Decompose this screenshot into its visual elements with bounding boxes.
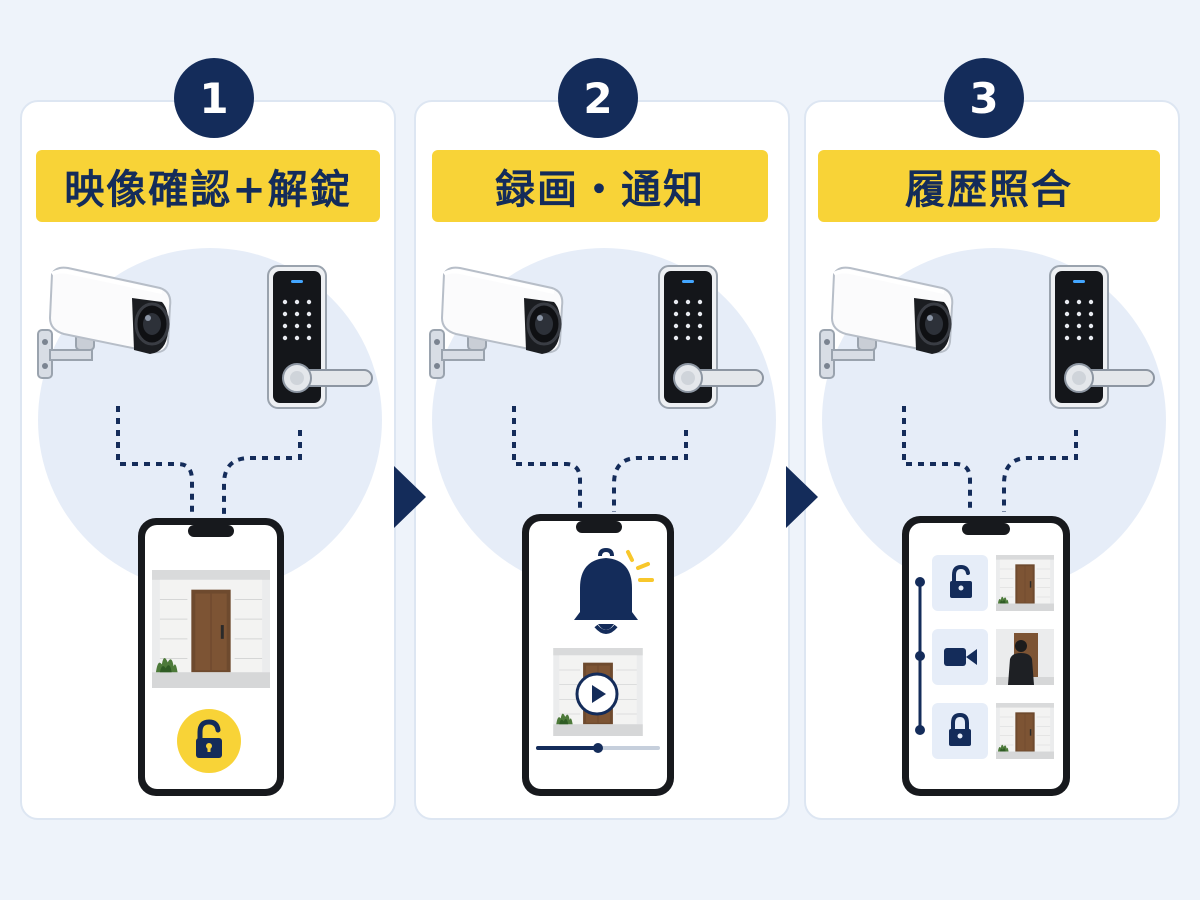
- step-1-title: 映像確認+解錠: [36, 150, 380, 222]
- step-2-badge: 2: [558, 58, 638, 138]
- connection-lines: [902, 406, 1078, 512]
- unlock-icon: [932, 555, 988, 611]
- history-door-thumbnail: [996, 703, 1054, 759]
- step-3-badge: 3: [944, 58, 1024, 138]
- lock-icon: [932, 703, 988, 759]
- history-visitor-thumbnail: [996, 629, 1054, 685]
- step-2-title: 録画・通知: [432, 150, 768, 222]
- play-icon[interactable]: [575, 672, 619, 716]
- connection-lines: [512, 406, 688, 512]
- step-1-badge: 1: [174, 58, 254, 138]
- step-3-title: 履歴照合: [818, 150, 1160, 222]
- connection-lines: [116, 406, 302, 516]
- door-camera-view: [152, 570, 270, 688]
- security-camera-icon: [816, 262, 966, 392]
- unlock-icon[interactable]: [176, 708, 242, 774]
- security-camera-icon: [34, 262, 184, 392]
- bell-icon: [574, 548, 654, 634]
- security-camera-icon: [426, 262, 576, 392]
- arrow-right-icon: [394, 466, 426, 528]
- history-timeline: [915, 577, 925, 735]
- smart-lock-icon: [1046, 262, 1156, 412]
- history-door-thumbnail: [996, 555, 1054, 611]
- smart-lock-icon: [655, 262, 765, 412]
- arrow-right-icon: [786, 466, 818, 528]
- video-camera-icon: [932, 629, 988, 685]
- smart-lock-icon: [264, 262, 374, 412]
- video-progress-bar[interactable]: [536, 742, 660, 754]
